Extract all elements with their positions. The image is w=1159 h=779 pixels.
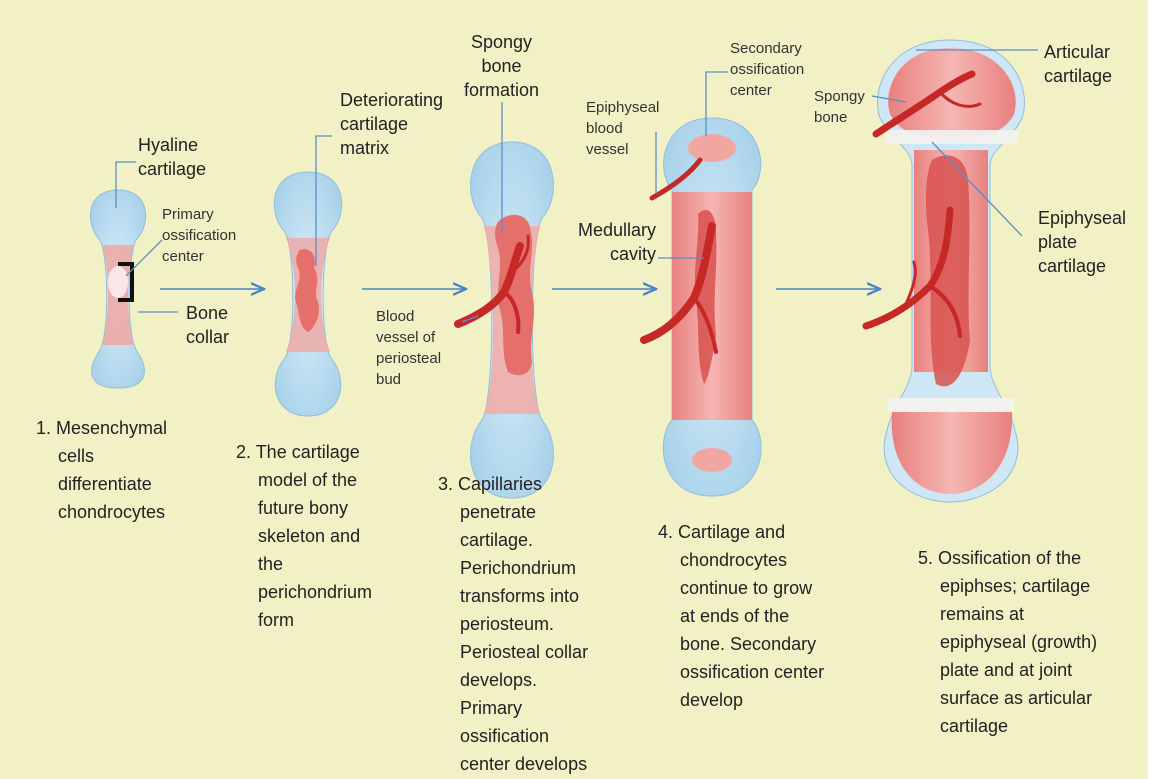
- step-4-caption: 4. Cartilage and chondrocytes continue t…: [658, 518, 890, 714]
- stage-4-bone: [644, 118, 761, 496]
- label-blood-vessel-periosteal-bud: Blood vessel of periosteal bud: [376, 306, 441, 390]
- stage-1-cartilage-model: [90, 190, 145, 388]
- label-epiphyseal-blood-vessel: Epiphyseal blood vessel: [586, 97, 659, 160]
- step-1-caption: 1. Mesenchymal cells differentiate chond…: [36, 414, 248, 526]
- label-deteriorating-cartilage-matrix: Deteriorating cartilage matrix: [340, 88, 443, 160]
- label-medullary-cavity: Medullary cavity: [566, 218, 656, 266]
- label-hyaline-cartilage: Hyaline cartilage: [138, 133, 206, 181]
- label-primary-ossification-center: Primary ossification center: [162, 204, 236, 267]
- stage-2-cartilage-model: [274, 172, 342, 416]
- step-3-caption: 3. Capillaries penetrate cartilage. Peri…: [438, 470, 650, 778]
- label-spongy-bone: Spongy bone: [814, 86, 865, 128]
- label-bone-collar: Bone collar: [186, 301, 229, 349]
- label-articular-cartilage: Articular cartilage: [1044, 40, 1112, 88]
- label-spongy-bone-formation: Spongy bone formation: [464, 30, 539, 102]
- label-epiphyseal-plate-cartilage: Epiphyseal plate cartilage: [1038, 206, 1126, 278]
- stage-3-bone: [458, 142, 553, 498]
- step-5-caption: 5. Ossification of the epiphses; cartila…: [918, 544, 1159, 740]
- stage-5-bone: [866, 40, 1024, 502]
- label-secondary-ossification-center: Secondary ossification center: [730, 38, 804, 101]
- step-2-caption: 2. The cartilage model of the future bon…: [236, 438, 438, 634]
